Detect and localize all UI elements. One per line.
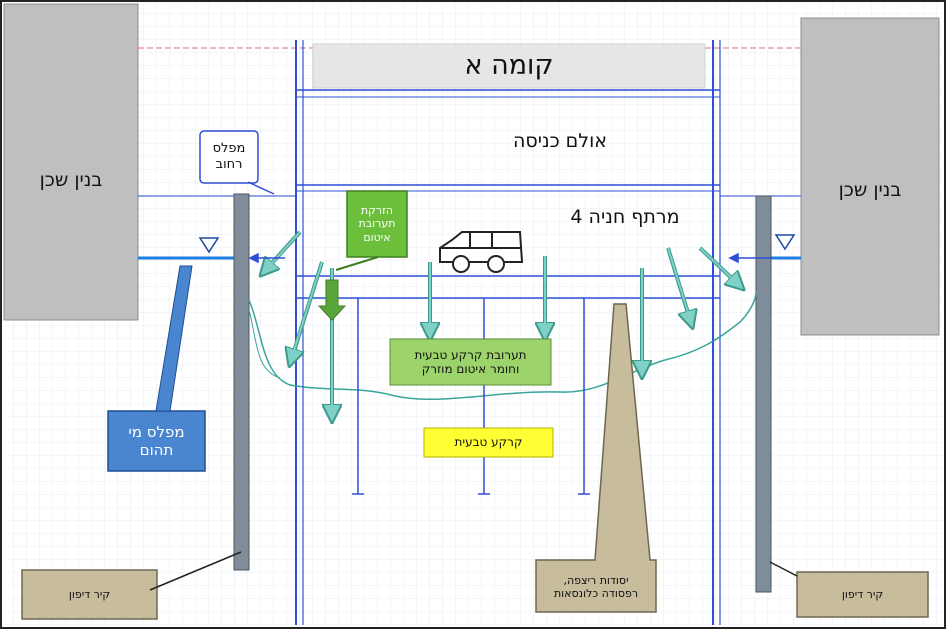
diaphragm-wall-right	[755, 195, 772, 593]
grouted-zone-boundary-inner	[248, 309, 281, 379]
diaphragm-wall-left	[233, 193, 250, 571]
diaphragm-callout-box-right	[796, 571, 929, 618]
hidden-piles	[302, 298, 714, 530]
entrance-hall-label: אולם כניסה	[513, 130, 607, 152]
neighbor-building-right-label: בנין שכן	[838, 178, 902, 201]
car-icon	[439, 231, 524, 273]
foundation-label: יסודות ריצפה, רפסודה כלונסאות	[553, 573, 639, 600]
floor-a-slab	[312, 43, 706, 89]
soil-mix-label: תערובת קרקע טבעית וחומר איטום מוזרק	[414, 347, 527, 376]
foundation-callout-box	[535, 303, 657, 613]
parking-basement-label: מרתף חניה 4	[570, 206, 680, 228]
natural-soil-box	[423, 427, 554, 458]
neighbor-building-left	[3, 3, 139, 321]
diaphragm-callout-pointer-right	[769, 561, 798, 577]
natural-soil-label: קרקע טבעית	[454, 435, 523, 450]
diaphragm-callout-box-left	[21, 569, 158, 620]
grid-background	[4, 4, 942, 625]
water-inflow-arrows	[248, 252, 772, 264]
grouted-zone-boundary	[248, 291, 757, 401]
diaphragm-wall-right-label: קיר דיפון	[841, 587, 884, 601]
piles	[352, 298, 590, 495]
floor-a-label: קומה א	[464, 49, 554, 81]
street-level-callout-box	[199, 130, 259, 184]
water-level-symbol-right	[774, 234, 796, 251]
diaphragm-wall-left-label: קיר דיפון	[68, 587, 111, 601]
neighbor-building-right	[800, 17, 940, 336]
injection-down-arrow	[317, 279, 347, 321]
soil-mix-box	[389, 338, 552, 386]
injection-callout-pointer	[335, 256, 379, 271]
neighbor-building-left-label: בנין שכן	[39, 168, 103, 191]
groundwater-label: מפלס מי תהום	[128, 423, 185, 459]
diaphragm-callout-pointer-left	[149, 551, 242, 591]
groundwater-callout-pointer	[155, 265, 193, 412]
street-level-label: מפלס רחוב	[212, 141, 246, 172]
street-level-callout-pointer	[247, 181, 275, 195]
injection-arrows-fill	[263, 231, 741, 416]
injection-callout-label: הזרקת תערובת איטום	[358, 204, 396, 244]
water-level-symbol-left	[198, 237, 220, 254]
